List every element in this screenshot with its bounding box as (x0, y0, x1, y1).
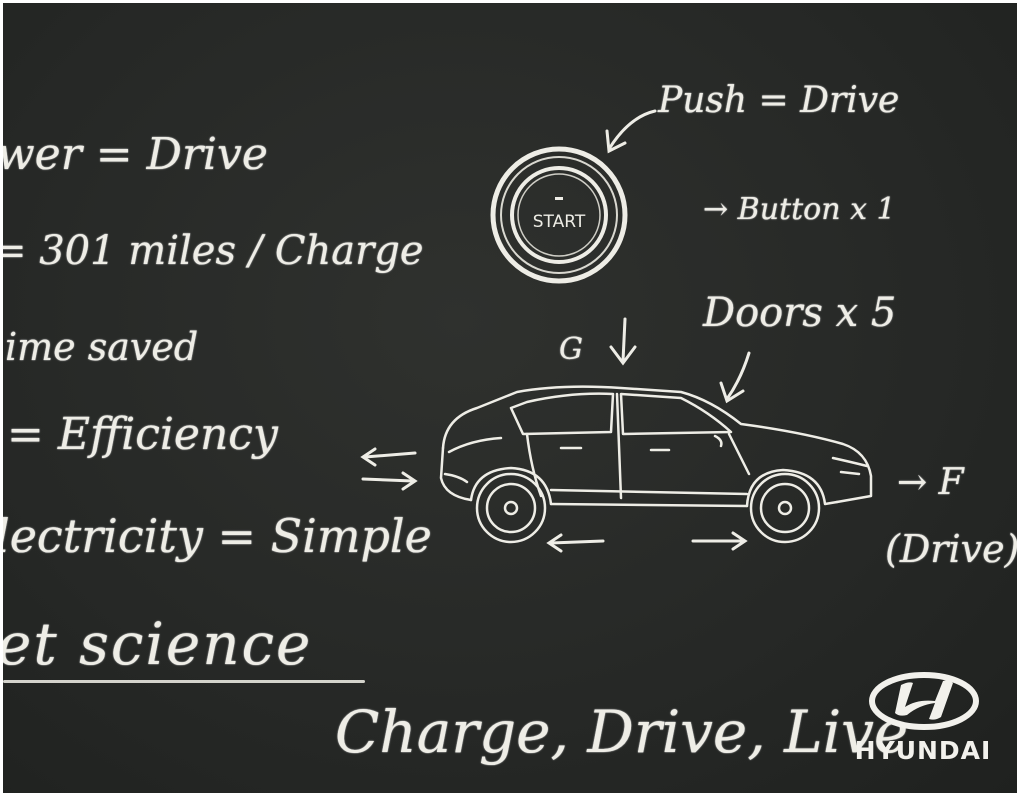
start-label: START (533, 212, 586, 232)
push-drive-label: Push = Drive (658, 80, 900, 121)
brand-name: HYUNDAI (854, 736, 992, 765)
chalkboard: wer = Drive = 301 miles / Charge ime sav… (3, 3, 1017, 793)
formula-rocket-science: et science (3, 610, 313, 678)
formula-power: wer = Drive (3, 129, 268, 180)
science-underline (3, 680, 365, 683)
doors-label: Doors x 5 (703, 290, 897, 336)
button-count-label: → Button x 1 (703, 192, 896, 227)
drag-arrows-icon (360, 447, 418, 491)
car-sketch-icon (439, 385, 873, 544)
gravity-label: G (559, 332, 583, 367)
force-label: → F (897, 462, 964, 503)
gravity-arrow-icon (609, 317, 637, 366)
force-note: (Drive) (885, 527, 1017, 571)
push-arrow-icon (605, 109, 657, 154)
start-button-icon: START (490, 146, 628, 284)
formula-time: ime saved (5, 325, 199, 369)
formula-electricity: lectricity = Simple (3, 509, 432, 563)
hyundai-logo-icon (869, 672, 979, 730)
formula-efficiency: = Efficiency (7, 409, 278, 460)
formula-range: = 301 miles / Charge (3, 228, 424, 274)
tagline: Charge, Drive, Live (335, 698, 909, 766)
motion-arrows-icon (546, 531, 748, 553)
doors-arrow-icon (719, 351, 751, 404)
